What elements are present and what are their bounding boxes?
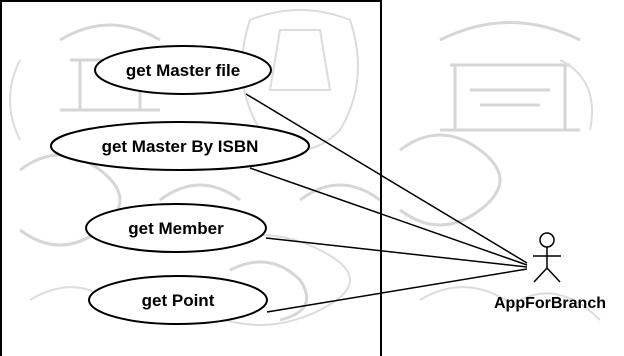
use-case-label: get Master By ISBN	[102, 137, 259, 156]
association-line	[245, 93, 528, 264]
use-case-label: get Point	[142, 291, 215, 310]
association-line	[249, 167, 528, 266]
use-case-ellipse	[88, 275, 268, 325]
association-line	[265, 237, 528, 268]
system-boundary	[0, 0, 382, 356]
use-case-label: get Master file	[126, 61, 240, 80]
use-case-get-master-by-isbn[interactable]: get Master By ISBN	[50, 121, 310, 171]
use-case-ellipse	[94, 45, 272, 95]
use-case-get-member[interactable]: get Member	[85, 203, 267, 253]
temple-seal-watermark	[9, 9, 601, 326]
actor-appforbranch[interactable]: AppForBranch	[494, 232, 606, 312]
use-case-get-master-file[interactable]: get Master file	[94, 45, 272, 95]
use-case-ellipse	[85, 203, 267, 253]
stick-figure-icon	[533, 232, 561, 283]
association-line	[266, 268, 528, 313]
use-case-get-point[interactable]: get Point	[88, 275, 268, 325]
actor-label: AppForBranch	[494, 295, 606, 312]
use-case-label: get Member	[128, 219, 224, 238]
use-case-ellipse	[50, 121, 310, 171]
